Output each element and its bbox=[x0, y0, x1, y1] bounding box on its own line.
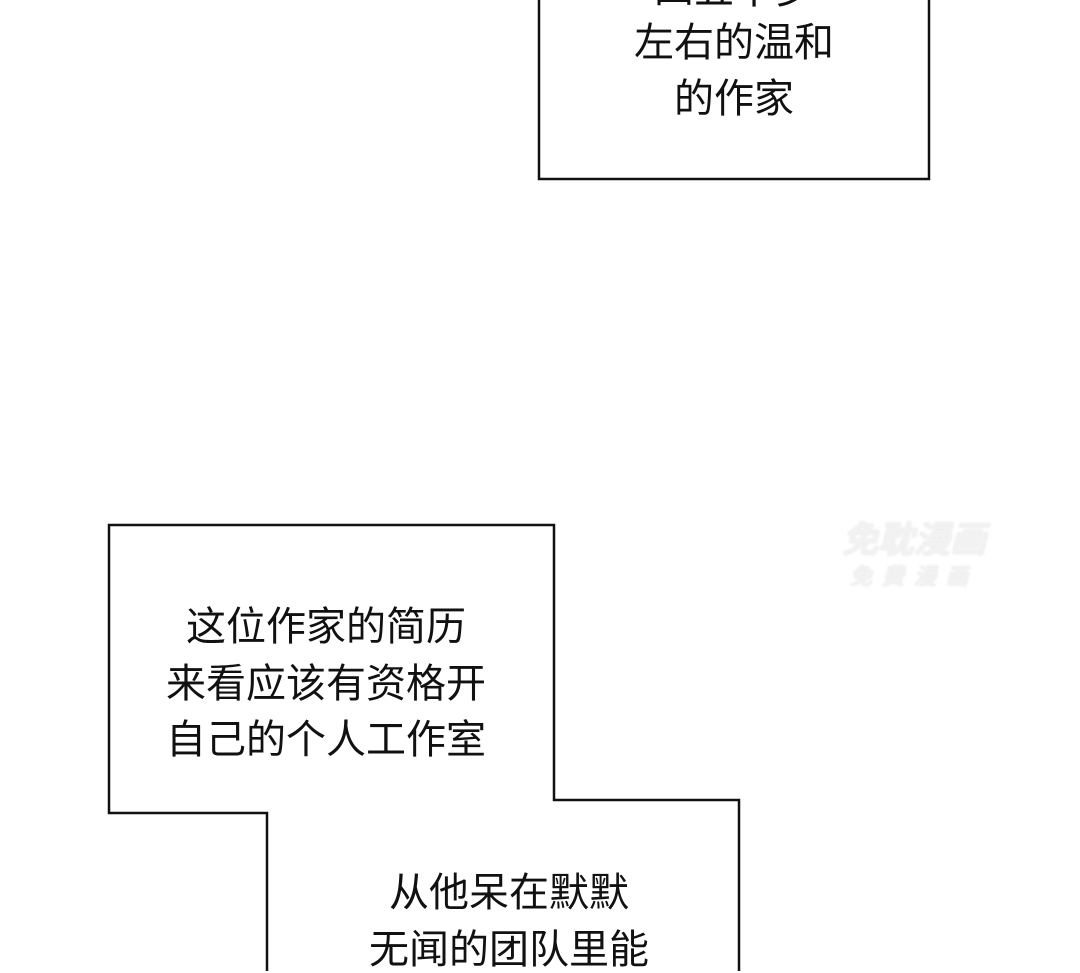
box-a-line-1: 这位作家的简历 bbox=[186, 604, 466, 650]
top-box-line-3: 的作家 bbox=[674, 76, 794, 122]
top-box-line-1: 四五十岁 bbox=[654, 0, 814, 10]
box-b-line-2: 无闻的团队里能 bbox=[369, 927, 649, 973]
watermark-main: 免耽漫画 bbox=[841, 520, 987, 561]
box-a-line-3: 自己的个人工作室 bbox=[166, 717, 486, 763]
box-a-line-2: 来看应该有资格开 bbox=[166, 661, 486, 707]
watermark-sub: 免费漫画 bbox=[849, 565, 979, 590]
bottom-speech-box bbox=[107, 523, 741, 971]
top-box-line-2: 左右的温和 bbox=[634, 20, 834, 66]
top-speech-box bbox=[537, 0, 931, 181]
box-b-line-1: 从他呆在默默 bbox=[389, 870, 629, 916]
